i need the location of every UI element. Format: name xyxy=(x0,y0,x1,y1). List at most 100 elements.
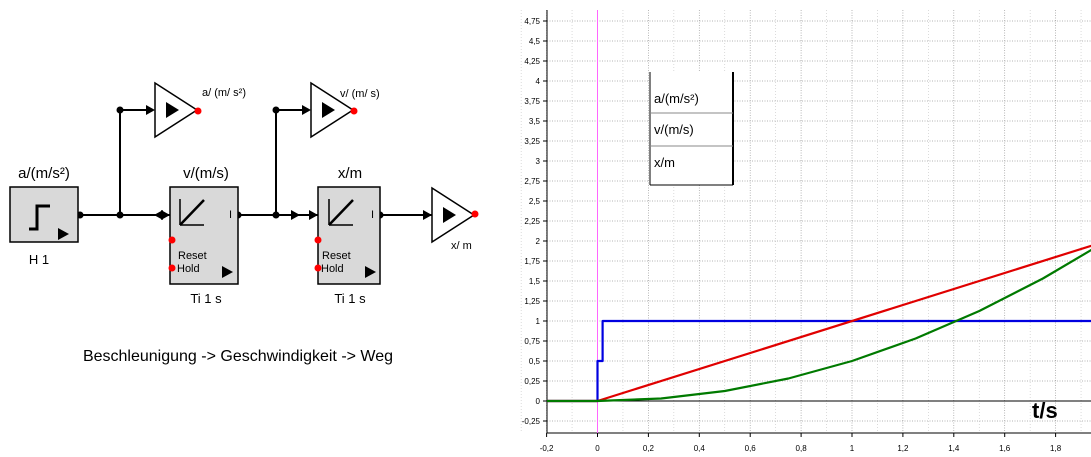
integrator-x-label: x/m xyxy=(338,165,362,182)
integrator-ramp-icon xyxy=(179,199,205,226)
x-tick-label: -0,2 xyxy=(540,444,554,453)
series-line-1 xyxy=(547,244,1091,403)
integrator-v-label: v/(m/s) xyxy=(183,165,229,182)
junction-dot xyxy=(116,211,124,219)
output-arrow-icon xyxy=(222,266,233,278)
x-tick-label: 0,2 xyxy=(643,444,655,453)
y-tick-label: 3,5 xyxy=(529,117,541,126)
hold-port-label: Hold xyxy=(321,263,344,275)
reset-port-dot[interactable] xyxy=(168,236,176,244)
probe-port-dot xyxy=(350,107,358,115)
integrator-symbol: I xyxy=(229,209,232,221)
x-axis-label: t/s xyxy=(1032,398,1058,423)
y-tick-label: 1,5 xyxy=(529,277,541,286)
step-function-icon xyxy=(29,204,50,231)
step-block-caption: H 1 xyxy=(29,252,49,267)
arrowhead xyxy=(146,105,155,115)
y-tick-label: 4,25 xyxy=(524,57,540,66)
legend-entry-a: a/(m/s²) xyxy=(654,91,699,106)
legend-background xyxy=(650,72,733,185)
y-tick-label: 1,75 xyxy=(524,257,540,266)
hold-port-dot[interactable] xyxy=(314,264,322,272)
output-arrow-icon xyxy=(58,228,69,240)
x-tick-label: 0,8 xyxy=(796,444,808,453)
series-line-2 xyxy=(547,248,1091,403)
x-tick-label: 0 xyxy=(595,444,600,453)
arrowhead xyxy=(309,210,318,220)
y-tick-label: 2,75 xyxy=(524,177,540,186)
integrator-ramp-icon xyxy=(328,199,354,226)
series-line-0 xyxy=(547,319,1091,403)
y-tick-label: 4,5 xyxy=(529,37,541,46)
reset-port-label: Reset xyxy=(322,250,351,262)
integrator-x-caption: Ti 1 s xyxy=(334,291,366,306)
probe-x[interactable]: x/ m xyxy=(431,186,479,252)
y-tick-labels: -0,25 0 0,25 0,5 0,75 1 1,25 1,5 1,75 2 2,25 2,5 2,7… xyxy=(522,17,547,426)
diagram-caption: Beschleunigung -> Geschwindigkeit -> Weg xyxy=(83,348,393,365)
y-tick-label: 4 xyxy=(536,77,541,86)
arrowhead xyxy=(154,210,163,220)
y-tick-label: 0,75 xyxy=(524,337,540,346)
junction-dot xyxy=(116,106,124,114)
probe-a[interactable]: a/ (m/ s²) xyxy=(154,81,246,139)
block-diagram: a/(m/s²) H 1 a/ (m/ s²) v/(m/s) I Reset … xyxy=(9,81,479,365)
integrator-v-body[interactable] xyxy=(169,186,239,285)
probe-arrow-icon xyxy=(322,102,335,118)
probe-x-label: x/ m xyxy=(451,240,472,252)
legend-entry-v: v/(m/s) xyxy=(654,122,694,137)
y-tick-label: 0,5 xyxy=(529,357,541,366)
wire-v-to-probe xyxy=(275,109,303,215)
arrowhead xyxy=(161,210,170,220)
x-tick-label: 0,4 xyxy=(694,444,706,453)
legend-entry-x: x/m xyxy=(654,155,675,170)
y-tick-label: 2 xyxy=(536,237,541,246)
x-tick-label: 1 xyxy=(850,444,855,453)
series-lines xyxy=(547,244,1091,403)
integrator-v[interactable]: v/(m/s) I Reset Hold Ti 1 s xyxy=(168,165,239,306)
arrowhead xyxy=(291,210,300,220)
integrator-x[interactable]: x/m I Reset Hold Ti 1 s xyxy=(314,165,381,306)
probe-port-dot xyxy=(471,210,479,218)
y-tick-label: 3,25 xyxy=(524,137,540,146)
integrator-v-caption: Ti 1 s xyxy=(190,291,222,306)
x-tick-label: 0,6 xyxy=(745,444,757,453)
junction-dot xyxy=(272,106,280,114)
x-tick-labels: -0,200,20,40,60,811,21,41,61,822,22,42,6… xyxy=(540,433,1062,453)
step-block-label: a/(m/s²) xyxy=(18,165,70,182)
arrowhead xyxy=(302,105,311,115)
probe-port-dot xyxy=(194,107,202,115)
y-tick-label: 2,5 xyxy=(529,197,541,206)
y-tick-label: -0,25 xyxy=(522,417,541,426)
probe-arrow-icon xyxy=(443,207,456,223)
y-tick-label: 3 xyxy=(536,157,541,166)
y-tick-label: 1,25 xyxy=(524,297,540,306)
y-tick-label: 3,75 xyxy=(524,97,540,106)
reset-port-label: Reset xyxy=(178,250,207,262)
y-tick-label: 0 xyxy=(536,397,541,406)
x-tick-label: 1,8 xyxy=(1050,444,1062,453)
plot-grid xyxy=(520,10,1091,433)
reset-port-dot[interactable] xyxy=(314,236,322,244)
output-arrow-icon xyxy=(365,266,376,278)
x-tick-label: 1,2 xyxy=(897,444,909,453)
probe-v-label: v/ (m/ s) xyxy=(340,88,380,100)
time-plot: -0,25 0 0,25 0,5 0,75 1 1,25 1,5 1,75 2 2,25 2,5 2,7… xyxy=(520,10,1091,453)
y-tick-label: 4,75 xyxy=(524,17,540,26)
y-tick-label: 1 xyxy=(536,317,541,326)
integrator-symbol: I xyxy=(371,209,374,221)
y-tick-label: 0,25 xyxy=(524,377,540,386)
wire-a-to-probe xyxy=(119,109,148,215)
probe-v[interactable]: v/ (m/ s) xyxy=(310,81,380,139)
step-block[interactable]: a/(m/s²) H 1 xyxy=(9,165,79,267)
junction-dot xyxy=(272,211,280,219)
hold-port-label: Hold xyxy=(177,263,200,275)
x-tick-label: 1,4 xyxy=(948,444,960,453)
x-tick-label: 1,6 xyxy=(999,444,1011,453)
legend: a/(m/s²) v/(m/s) x/m xyxy=(649,72,734,186)
hold-port-dot[interactable] xyxy=(168,264,176,272)
arrowhead xyxy=(423,210,432,220)
probe-arrow-icon xyxy=(166,102,179,118)
probe-a-label: a/ (m/ s²) xyxy=(202,87,246,99)
y-tick-label: 2,25 xyxy=(524,217,540,226)
